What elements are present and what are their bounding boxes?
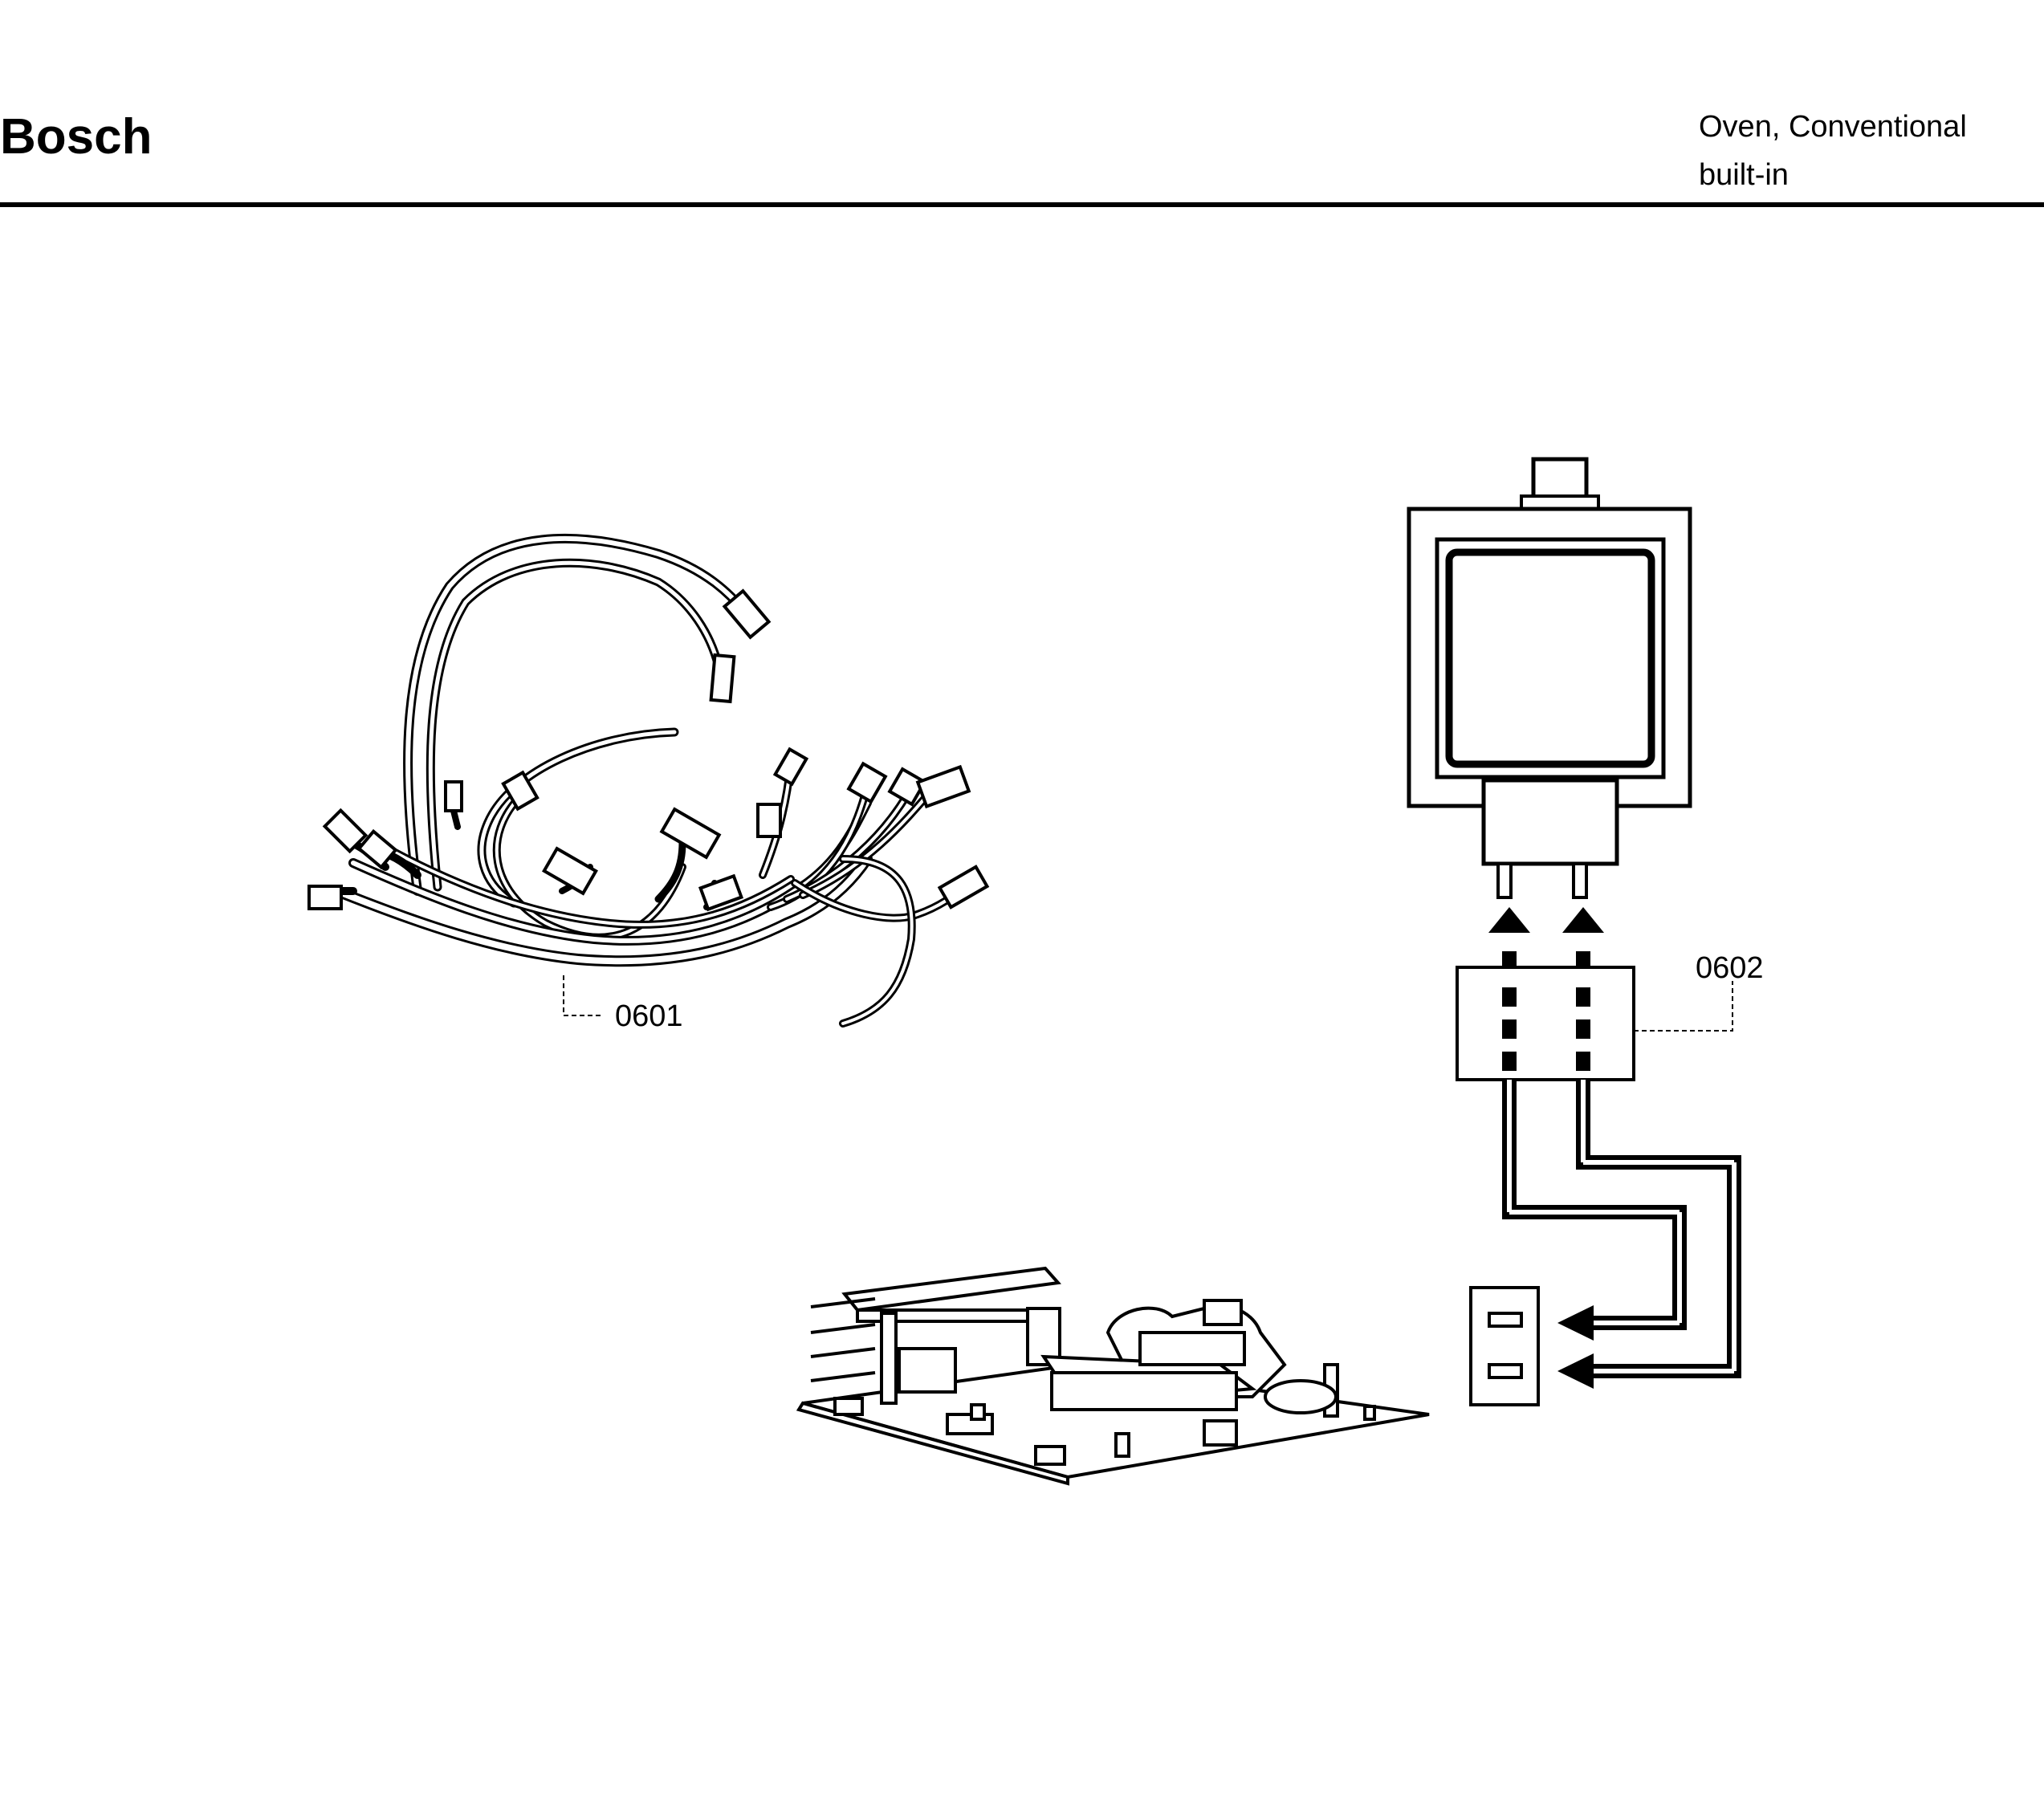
harness-connectors [307, 588, 990, 912]
product-type: Oven, Conventional [1699, 110, 1967, 144]
part-label-0602[interactable]: 0602 [1696, 951, 1764, 985]
leader-line-0602 [1634, 981, 1733, 1032]
header-rule [0, 202, 2044, 207]
product-description: Oven, Conventional built-in [1699, 103, 1967, 199]
arrow-heads [1488, 907, 1604, 1389]
socket-receptacle [1469, 1286, 1540, 1406]
product-subtype: built-in [1699, 158, 1789, 192]
adapter-block[interactable] [1456, 966, 1635, 1081]
part-label-0601[interactable]: 0601 [615, 999, 683, 1033]
magnetron-component[interactable] [1407, 457, 1692, 899]
wire-routing [1502, 951, 1741, 1378]
wire-harness[interactable] [317, 533, 967, 1028]
leader-line-0601 [563, 975, 604, 1016]
brand-name: Bosch [0, 109, 153, 165]
control-board[interactable] [796, 1266, 1430, 1486]
